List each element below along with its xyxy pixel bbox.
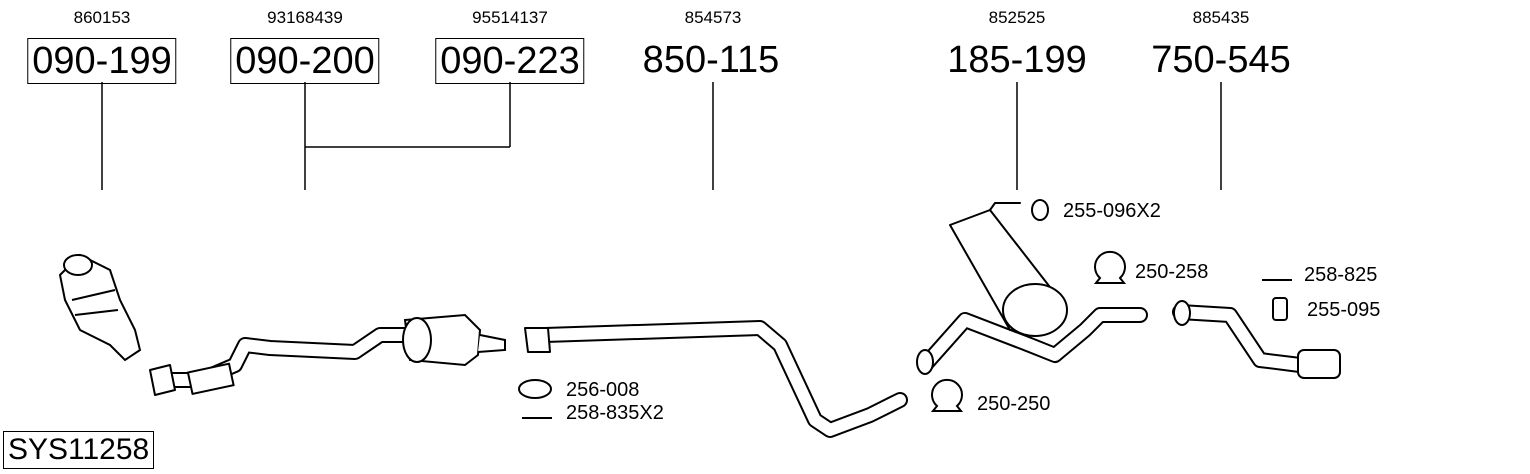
middle-pipe-icon: [524, 320, 908, 438]
front-pipe-icon: [149, 327, 418, 396]
gasket-icon: [518, 379, 552, 399]
tail-pipe-icon: [1172, 300, 1341, 379]
accessory-label[interactable]: 255-096X2: [1063, 200, 1161, 222]
system-id: SYS11258: [3, 431, 155, 469]
accessory-label[interactable]: 258-825: [1304, 264, 1378, 286]
part-number[interactable]: 750-545: [1151, 39, 1291, 81]
oe-ref: 93168439: [267, 8, 343, 27]
rubber-mount-icon: [1272, 297, 1288, 321]
part-number[interactable]: 090-199: [27, 38, 177, 84]
rubber-mount-icon: [1031, 199, 1049, 221]
clamp-icon: [930, 378, 964, 412]
oe-ref: 860153: [73, 8, 131, 27]
accessory-label[interactable]: 255-095: [1307, 299, 1381, 321]
clamp-icon: [1093, 250, 1127, 284]
catalytic-converter-icon: [58, 253, 142, 362]
rear-silencer-icon: [916, 202, 1148, 375]
accessory-label[interactable]: 256-008: [566, 379, 640, 401]
part-number[interactable]: 185-199: [947, 39, 1087, 81]
leader-lines: [101, 82, 1222, 190]
part-number[interactable]: 090-223: [435, 38, 585, 84]
accessory-label[interactable]: 250-250: [977, 393, 1051, 415]
oe-ref: 852525: [988, 8, 1046, 27]
accessory-label[interactable]: 258-835X2: [566, 402, 664, 424]
accessory-label[interactable]: 250-258: [1135, 261, 1209, 283]
oe-ref: 854573: [684, 8, 742, 27]
part-number[interactable]: 090-200: [230, 38, 380, 84]
part-number[interactable]: 850-115: [642, 39, 780, 81]
oe-ref: 95514137: [472, 8, 548, 27]
oe-ref: 885435: [1192, 8, 1250, 27]
catalyst-icon: [402, 313, 506, 367]
